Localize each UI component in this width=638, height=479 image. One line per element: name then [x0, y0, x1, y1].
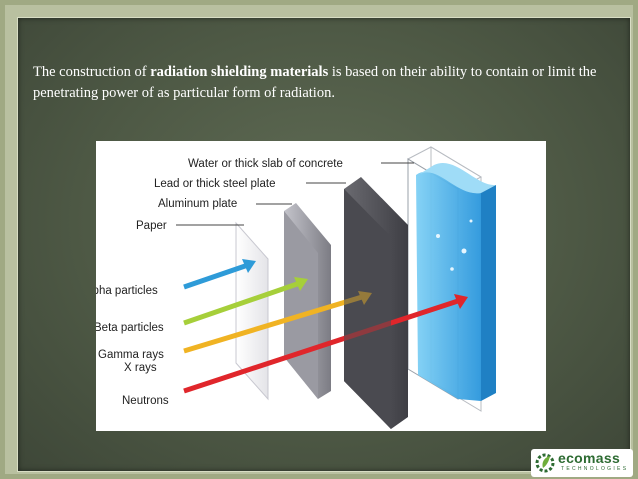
- alpha-arrow: [183, 259, 256, 290]
- lead-occluder: [344, 189, 391, 429]
- caption-bold-term: radiation shielding materials: [150, 64, 329, 80]
- water-label: Water or thick slab of concrete: [188, 158, 343, 170]
- slide-caption: The construction of radiation shielding …: [33, 62, 613, 104]
- caption-text-start: The construction of: [33, 64, 151, 80]
- alpha-label: lpha particles: [96, 285, 158, 297]
- gamma-arrow: [183, 291, 372, 354]
- aluminum-label: Aluminum plate: [158, 198, 237, 210]
- radiation-shielding-diagram: Water or thick slab of concrete Lead or …: [96, 141, 546, 431]
- paper-label: Paper: [136, 220, 167, 232]
- beta-label: Beta particles: [96, 322, 164, 334]
- beta-arrow: [183, 277, 308, 326]
- ecomass-logo: ecomass TECHNOLOGIES: [531, 449, 633, 477]
- logo-tagline: TECHNOLOGIES: [561, 466, 629, 472]
- diagram-svg: Water or thick slab of concrete Lead or …: [96, 146, 496, 429]
- gamma-label: Gamma rays: [98, 349, 164, 361]
- lead-label: Lead or thick steel plate: [154, 178, 275, 190]
- water-slab: [406, 146, 496, 412]
- gear-leaf-icon: [535, 453, 555, 473]
- neutrons-arrow: [183, 294, 468, 394]
- xray-label: X rays: [124, 362, 157, 374]
- logo-name: ecomass: [558, 450, 621, 466]
- neutrons-label: Neutrons: [122, 395, 169, 407]
- caption-text-end: is based on their ability to contain or …: [33, 64, 597, 101]
